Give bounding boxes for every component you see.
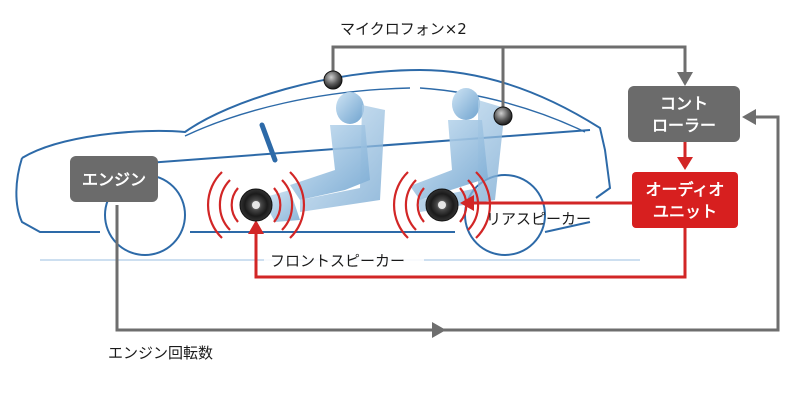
arrow-controller-to-audio [677,157,693,170]
microphone-front-icon [323,70,343,90]
controller-box: コント ローラー [628,86,740,142]
rear-passenger [410,88,488,200]
rear-speaker-label: リアスピーカー [486,210,591,228]
rear-seat [418,100,505,212]
controller-box-line1: コント [660,94,708,113]
microphones-label: マイクロフォン×2 [340,20,467,38]
front-seat [300,105,385,212]
front-speaker-label: フロントスピーカー [270,252,405,270]
audio-unit-line2: ユニット [653,202,717,221]
arrow-rpm-mid [432,322,446,338]
engine-box: エンジン [70,156,158,202]
controller-box-line2: ローラー [652,116,716,135]
mic-signal-lines [331,45,687,114]
arrow-to-controller [677,72,693,86]
front-passenger [262,92,370,222]
front-speaker-waves [206,171,306,239]
steering-wheel [259,122,278,163]
engine-box-label: エンジン [82,170,146,189]
arrow-rpm-to-controller [742,109,756,125]
audio-unit-box: オーディオ ユニット [632,172,738,228]
audio-unit-line1: オーディオ [646,180,725,199]
front-speaker-line [254,228,687,279]
arrow-to-front-speaker [248,220,264,234]
microphone-rear-icon [493,106,513,126]
engine-rpm-label: エンジン回転数 [108,344,213,362]
rear-speaker-waves [392,171,492,239]
engine-rpm-line [115,115,780,332]
